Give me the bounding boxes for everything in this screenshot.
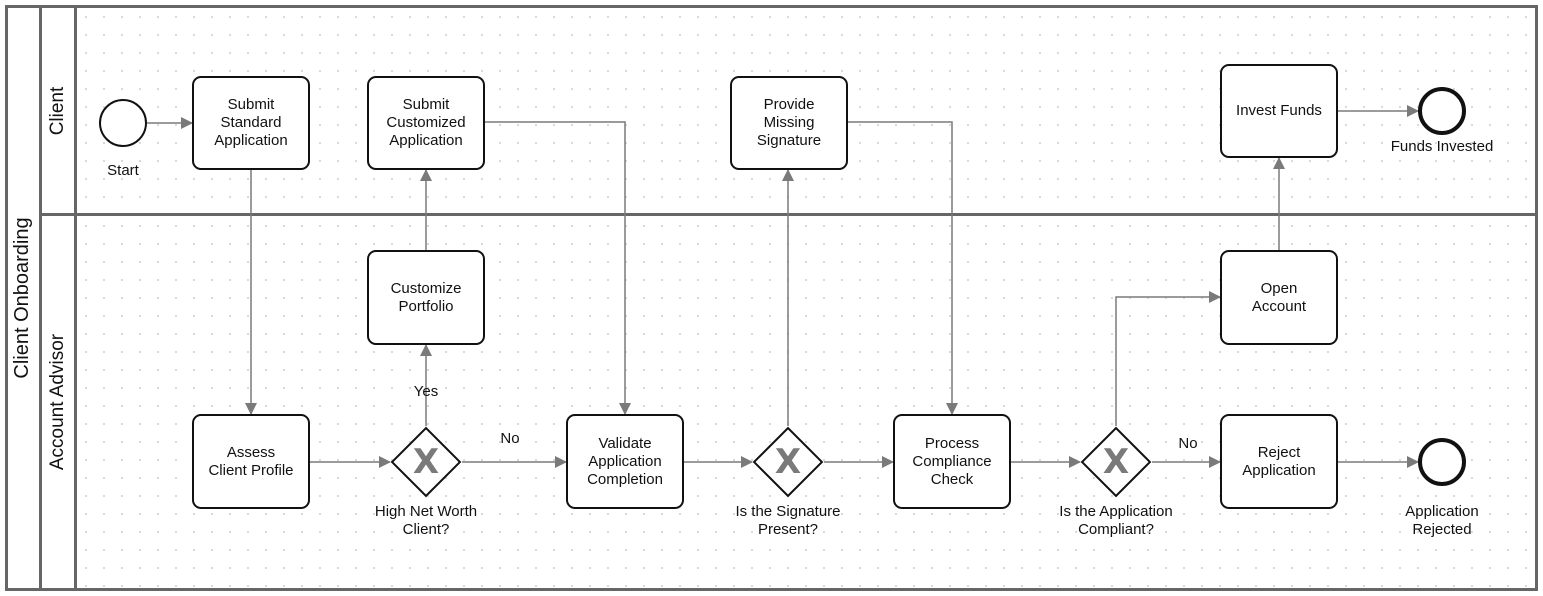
gateway-exclusive-icon: X [774,442,802,482]
lane-label-divider [74,5,77,591]
flow-label-no: No [500,430,520,447]
gateway-exclusive-icon: X [412,442,440,482]
task-invest-funds[interactable]: Invest Funds [1220,64,1338,158]
task-label: Assess Client Profile [208,443,294,479]
task-label: Open Account [1251,279,1307,315]
flow-label-yes: Yes [413,383,439,400]
task-label: Invest Funds [1236,102,1322,119]
task-label: Submit Standard Application [214,96,288,149]
task-submit-customized-application[interactable]: Submit Customized Application [367,76,485,170]
flow-submit-customized-to-validate [485,121,631,415]
flow-label-no: No [1178,435,1198,452]
start-event[interactable] [99,99,147,147]
task-label: Validate Application Completion [587,434,663,488]
flow-compliant-to-open-account [1115,291,1221,426]
end-event-application-rejected[interactable] [1418,438,1466,486]
gateway-high-net-worth-label: High Net Worth Client? [374,503,478,538]
task-validate-application-completion[interactable]: Validate Application Completion [566,414,684,509]
task-process-compliance-check[interactable]: Process Compliance Check [893,414,1011,509]
gateway-exclusive-icon: X [1102,442,1130,482]
pool-border [5,5,1538,591]
task-label: Provide Missing Signature [756,96,822,149]
gateway-application-compliant-label: Is the Application Compliant? [1059,503,1173,538]
task-label: Process Compliance Check [912,434,992,488]
task-customize-portfolio[interactable]: Customize Portfolio [367,250,485,345]
pool-label-divider [39,5,42,591]
flow-provide-signature-to-process [848,121,958,415]
task-submit-standard-application[interactable]: Submit Standard Application [192,76,310,170]
start-event-label: Start [107,162,139,179]
application-rejected-label: Application Rejected [1405,503,1479,538]
funds-invested-label: Funds Invested [1390,138,1494,155]
task-assess-client-profile[interactable]: Assess Client Profile [192,414,310,509]
gateway-signature-present-label: Is the Signature Present? [735,503,841,538]
task-label: Reject Application [1242,443,1316,479]
task-label: Customize Portfolio [390,279,462,315]
task-open-account[interactable]: Open Account [1220,250,1338,345]
end-event-funds-invested[interactable] [1418,87,1466,135]
task-label: Submit Customized Application [386,96,466,149]
task-reject-application[interactable]: Reject Application [1220,414,1338,509]
task-provide-missing-signature[interactable]: Provide Missing Signature [730,76,848,170]
